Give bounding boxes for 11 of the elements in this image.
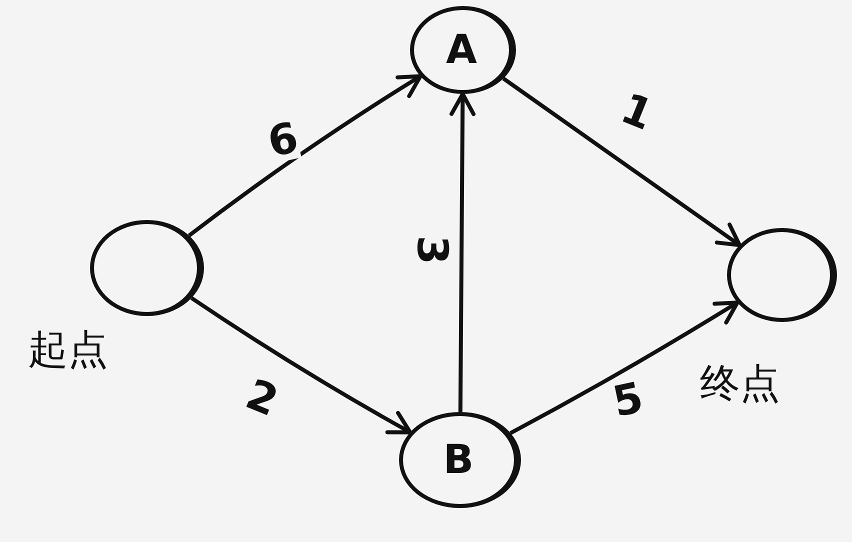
node-circle xyxy=(90,220,204,316)
node-caption: 终点 xyxy=(700,364,780,404)
node-circle: B xyxy=(399,412,521,508)
node-caption: 起点 xyxy=(28,330,108,370)
arrow xyxy=(510,300,740,435)
node-circle: A xyxy=(410,6,516,94)
node-circle xyxy=(727,228,837,322)
arrow xyxy=(502,76,742,248)
arrow xyxy=(188,74,422,238)
arrow xyxy=(190,296,412,434)
arrow xyxy=(450,92,476,412)
